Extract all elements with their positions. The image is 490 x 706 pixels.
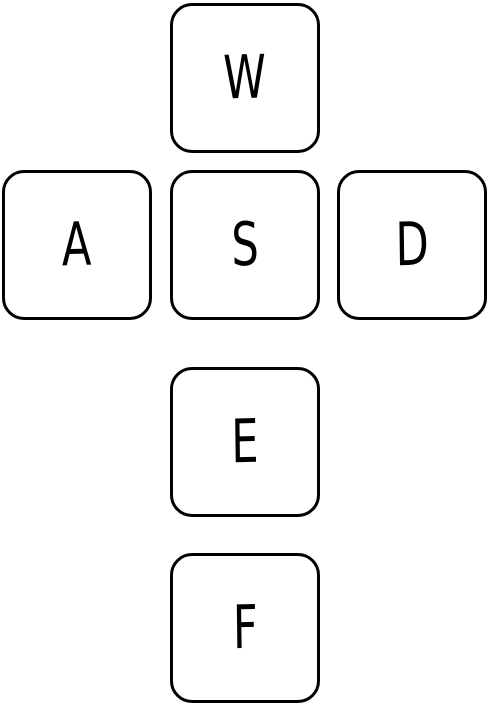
key-a[interactable]: A [2, 170, 152, 320]
key-s-label: S [230, 209, 260, 281]
key-f[interactable]: F [170, 553, 320, 703]
key-w-label: W [223, 42, 267, 114]
key-w[interactable]: W [170, 3, 320, 153]
key-s[interactable]: S [170, 170, 320, 320]
key-f-label: F [232, 592, 258, 664]
key-e-label: E [230, 406, 260, 478]
key-a-label: A [61, 209, 93, 281]
key-e[interactable]: E [170, 367, 320, 517]
key-d[interactable]: D [337, 170, 487, 320]
key-d-label: D [394, 209, 430, 281]
